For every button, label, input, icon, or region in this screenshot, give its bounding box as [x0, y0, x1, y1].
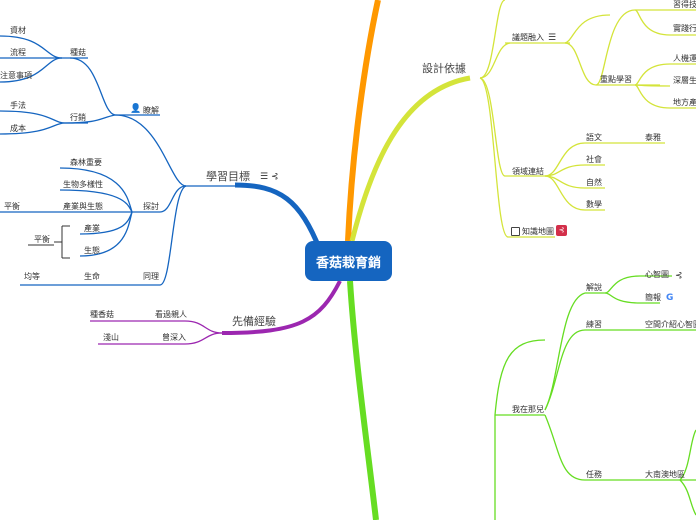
- node-learn-skill[interactable]: 習得技: [673, 0, 696, 9]
- node-notes[interactable]: 注意事項: [0, 71, 32, 80]
- node-biodiversity[interactable]: 生物多樣性: [63, 180, 103, 189]
- node-cost[interactable]: 成本: [10, 124, 26, 133]
- balance-bracket: [28, 225, 70, 259]
- notes-icon[interactable]: ☰: [260, 172, 269, 182]
- node-understand[interactable]: 瞭解: [143, 106, 159, 115]
- node-exercise[interactable]: 練習: [586, 320, 602, 329]
- node-industry-eco[interactable]: 產業與生態: [63, 202, 103, 211]
- node-shiitake[interactable]: 種菇: [70, 48, 86, 57]
- node-balance[interactable]: 平衡: [4, 202, 20, 211]
- node-plant[interactable]: 種香菇: [90, 310, 114, 319]
- node-industry[interactable]: 產業: [84, 224, 100, 233]
- node-process[interactable]: 流程: [10, 48, 26, 57]
- blue-subtree: [0, 35, 235, 286]
- attachment-icon[interactable]: ⊰: [675, 271, 683, 281]
- notes-icon[interactable]: ☰: [548, 33, 557, 43]
- link-icon[interactable]: ⊰: [556, 225, 567, 236]
- node-current[interactable]: 我在那兒: [512, 405, 544, 414]
- node-math[interactable]: 數學: [586, 200, 602, 209]
- node-spatial[interactable]: 空間介紹心智圖: [645, 320, 696, 329]
- branch-yellow: [349, 75, 471, 242]
- node-balance-2[interactable]: 平衡: [34, 235, 50, 244]
- node-seen[interactable]: 看過親人: [155, 310, 187, 319]
- node-key-learning[interactable]: 重點學習: [600, 75, 632, 84]
- attachment-icon[interactable]: ⊰: [271, 172, 279, 182]
- node-equal[interactable]: 均等: [24, 272, 40, 281]
- node-deep[interactable]: 深層生: [673, 76, 696, 85]
- checkbox-icon[interactable]: [511, 227, 520, 236]
- node-empathy[interactable]: 同理: [143, 272, 159, 281]
- topic-prior-experience[interactable]: 先備經驗: [232, 315, 276, 328]
- branch-orange: [345, 0, 381, 242]
- central-topic[interactable]: 香菇栽育銷: [305, 241, 392, 281]
- node-went[interactable]: 曾深入: [162, 333, 186, 342]
- node-material[interactable]: 資材: [10, 26, 26, 35]
- node-life[interactable]: 生命: [84, 272, 100, 281]
- node-knowledge-map[interactable]: 知識地圖: [522, 227, 554, 236]
- node-ecology-item[interactable]: 泰雅: [645, 133, 661, 142]
- node-nature[interactable]: 自然: [586, 178, 602, 187]
- topic-design-basis[interactable]: 設計依據: [422, 62, 466, 75]
- node-forest[interactable]: 森林重要: [70, 158, 102, 167]
- branch-green: [347, 280, 379, 520]
- node-domain[interactable]: 領域連結: [512, 167, 544, 176]
- topic-learning-goals[interactable]: 學習目標: [206, 170, 250, 183]
- node-practice[interactable]: 實踐行: [673, 24, 696, 33]
- node-chinese[interactable]: 語文: [586, 133, 602, 142]
- node-hci[interactable]: 人機運: [673, 54, 696, 63]
- yellow-subtree: [479, 0, 696, 238]
- node-mindmap[interactable]: 心智圖: [645, 270, 669, 279]
- node-marketing[interactable]: 行銷: [70, 113, 86, 122]
- branch-blue: [234, 182, 323, 251]
- node-mountain[interactable]: 淺山: [103, 333, 119, 342]
- google-icon[interactable]: G: [666, 293, 674, 303]
- branch-purple: [221, 280, 342, 335]
- node-explore[interactable]: 探討: [143, 202, 159, 211]
- person-icon: 👤: [130, 104, 142, 114]
- node-ecology[interactable]: 生態: [84, 246, 100, 255]
- node-briefing[interactable]: 簡報: [645, 293, 661, 302]
- node-issue[interactable]: 議題融入: [512, 33, 544, 42]
- node-technique[interactable]: 手法: [10, 101, 26, 110]
- node-area[interactable]: 大南澳地區: [645, 470, 685, 479]
- node-society[interactable]: 社會: [586, 155, 602, 164]
- node-task[interactable]: 任務: [586, 470, 602, 479]
- green-subtree: [494, 275, 696, 520]
- purple-subtree: [90, 320, 223, 345]
- node-local[interactable]: 地方產: [673, 98, 696, 107]
- node-explain[interactable]: 解說: [586, 283, 602, 292]
